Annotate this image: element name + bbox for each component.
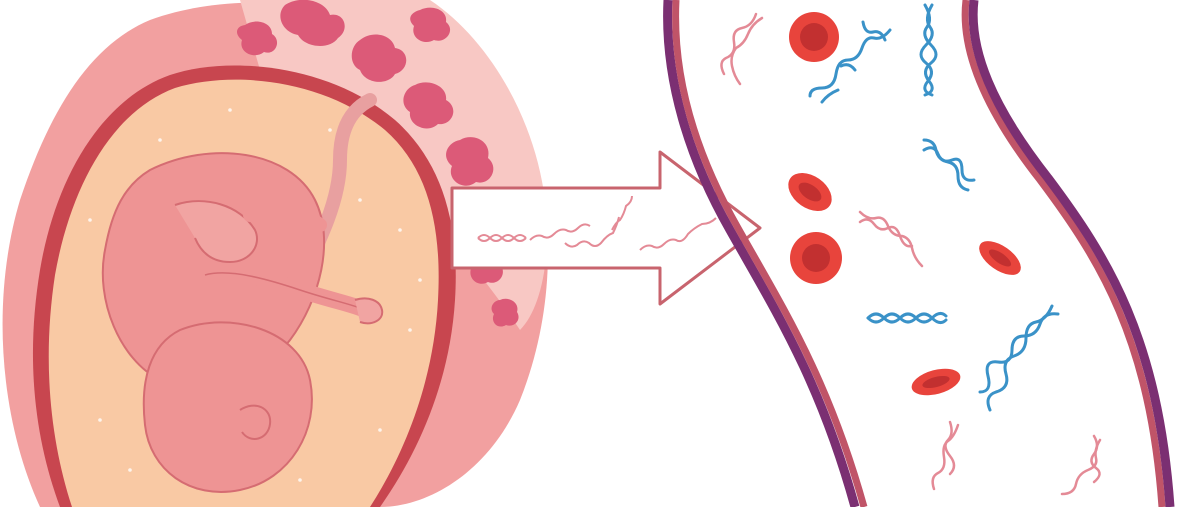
red-blood-cell-icon (973, 234, 1026, 281)
red-blood-cells (781, 12, 1026, 400)
red-blood-cell-icon (909, 364, 964, 400)
vessel-fetal-dna-group (721, 14, 1100, 494)
blood-vessel-icon (668, 0, 1170, 507)
fetal-dna-icon (1062, 436, 1100, 494)
maternal-dna-icon (921, 5, 936, 95)
red-blood-cell-icon (789, 12, 839, 62)
red-blood-cell-icon (790, 232, 842, 284)
maternal-dna-icon (924, 140, 974, 190)
red-blood-cell-icon (781, 165, 839, 219)
maternal-dna-icon (980, 306, 1058, 410)
maternal-dna-group (810, 5, 1058, 410)
fetal-dna-icon (721, 14, 762, 84)
fetal-dna-icon (933, 422, 958, 489)
fetal-dna-icon (860, 212, 922, 266)
maternal-dna-icon (868, 313, 946, 322)
